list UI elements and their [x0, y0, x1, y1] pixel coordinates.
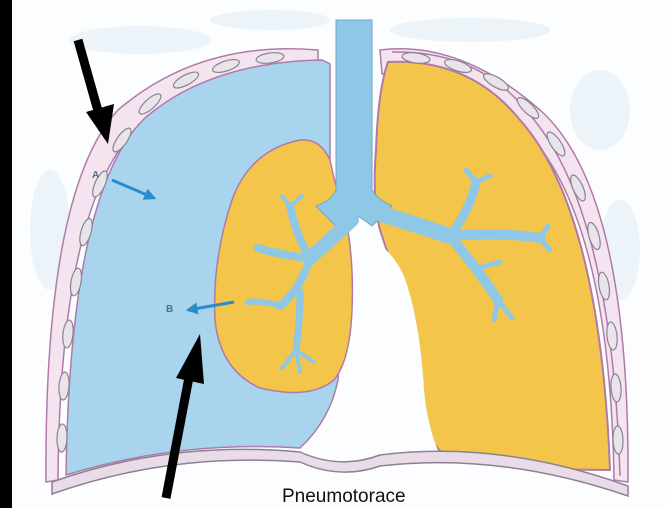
marker-a-label: A	[92, 170, 99, 181]
diagram-caption: Pneumotorace	[282, 486, 406, 507]
marker-b-label: B	[166, 304, 173, 315]
